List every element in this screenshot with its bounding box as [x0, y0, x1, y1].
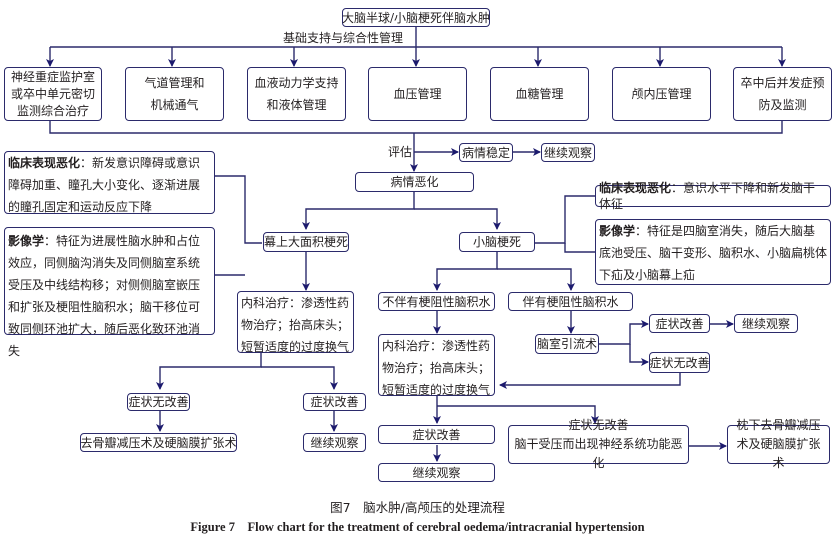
no-improve-label: 症状无改善: [649, 355, 710, 370]
without-hydrocephalus-node: 不伴有梗阻性脑积水: [378, 292, 495, 311]
stable-label: 病情稳定: [462, 145, 511, 160]
root-label: 大脑半球/小脑梗死伴脑水肿: [341, 10, 491, 25]
cerebellar-medical-box: 内科治疗：渗透性药物治疗；抬高床头；短暂适度的过度换气: [378, 334, 495, 397]
with-hydro-label: 伴有梗阻性脑积水: [522, 294, 619, 309]
imaging-heading: 影像学: [599, 224, 636, 238]
imaging-text: ：特征为进展性脑水肿和占位效应，同侧脑沟消失及同侧脑室系统受压及中线结构移；对侧…: [8, 234, 201, 358]
imaging-text: ：特征是四脑室消失，随后大脑基底池受压、脑干变形、脑积水、小脑扁桃体下疝及小脑幕…: [599, 224, 828, 282]
drainage-label: 脑室引流术: [537, 337, 598, 351]
without-hydro-label: 不伴有梗阻性脑积水: [382, 294, 491, 309]
clinical-heading: 临床表现恶化: [8, 156, 81, 170]
management-box-hemodynamic: 血液动力学支持和液体管理: [247, 67, 346, 121]
no-improve-label: 症状无改善: [568, 418, 629, 432]
supra-title: 幕上大面积梗死: [264, 235, 349, 249]
medical-text: 内科治疗：渗透性药物治疗；抬高床头；短暂适度的过度换气: [241, 296, 350, 354]
management-label: 血压管理: [393, 87, 442, 101]
cerebellar-imaging-box: 影像学：特征是四脑室消失，随后大脑基底池受压、脑干变形、脑积水、小脑扁桃体下疝及…: [595, 219, 831, 285]
improve-label: 症状改善: [412, 427, 461, 442]
improve-label: 症状改善: [310, 395, 359, 409]
management-label: 卒中后并发症预防及监测: [740, 76, 825, 112]
imaging-heading: 影像学: [8, 234, 45, 248]
cerebellar-observe-node: 继续观察: [378, 463, 495, 482]
surgery-label: 去骨瓣减压术及硬脑膜扩张术: [80, 435, 237, 450]
surgery-label: 枕下去骨瓣减压术及硬脑膜扩张术: [736, 418, 821, 470]
observe-label: 继续观察: [310, 435, 359, 450]
drainage-node: 脑室引流术: [535, 334, 599, 354]
management-label: 血糖管理: [515, 87, 564, 101]
supra-improve-node: 症状改善: [303, 393, 366, 411]
drain-observe-node: 继续观察: [734, 314, 798, 333]
observe-label: 继续观察: [741, 316, 790, 331]
management-box-icu: 神经重症监护室或卒中单元密切监测综合治疗: [4, 67, 102, 121]
cerebellar-no-improve-node: 症状无改善脑干受压而出现神经系统功能恶化: [508, 418, 689, 470]
supra-medical-box: 内科治疗：渗透性药物治疗；抬高床头；短暂适度的过度换气: [237, 291, 354, 354]
observe-label: 继续观察: [544, 145, 593, 160]
management-box-bp: 血压管理: [368, 67, 467, 121]
supra-no-improve-node: 症状无改善: [127, 393, 190, 411]
assess-label: 评估: [388, 145, 413, 159]
management-box-icp: 颅内压管理: [612, 67, 711, 121]
management-label: 气道管理和机械通气: [144, 76, 205, 112]
clinical-heading: 临床表现恶化: [599, 181, 672, 195]
worsening-label: 病情恶化: [390, 175, 439, 189]
supra-infarct-node: 幕上大面积梗死: [263, 232, 349, 252]
caption-chinese: 图7 脑水肿/高颅压的处理流程: [330, 500, 505, 515]
management-label: 血液动力学支持和液体管理: [254, 76, 339, 112]
caption-english: Figure 7 Flow chart for the treatment of…: [190, 520, 645, 534]
medical-text: 内科治疗：渗透性药物治疗；抬高床头；短暂适度的过度换气: [382, 339, 491, 397]
management-label: 颅内压管理: [631, 87, 692, 101]
management-box-airway: 气道管理和机械通气: [125, 67, 224, 121]
cerebellar-title: 小脑梗死: [472, 235, 521, 249]
root-node: 大脑半球/小脑梗死伴脑水肿: [342, 8, 490, 27]
management-box-complications: 卒中后并发症预防及监测: [733, 67, 832, 121]
basic-support-label: 基础支持与综合性管理: [283, 31, 404, 45]
cerebellar-improve-node: 症状改善: [378, 425, 495, 444]
supra-clinical-box: 临床表现恶化：新发意识障碍或意识障碍加重、瞳孔大小变化、逐渐进展的瞳孔固定和运动…: [4, 151, 215, 214]
supra-observe-node: 继续观察: [303, 433, 366, 452]
cerebellar-surgery-node: 枕下去骨瓣减压术及硬脑膜扩张术: [727, 418, 830, 470]
improve-label: 症状改善: [655, 316, 704, 331]
management-label: 神经重症监护室或卒中单元密切监测综合治疗: [10, 69, 95, 118]
supra-surgery-node: 去骨瓣减压术及硬脑膜扩张术: [80, 433, 237, 452]
clinical-text: ：新发意识障碍或意识障碍加重、瞳孔大小变化、逐渐进展的瞳孔固定和运动反应下降: [8, 156, 201, 214]
cerebellar-infarct-node: 小脑梗死: [459, 232, 535, 252]
management-box-glucose: 血糖管理: [490, 67, 589, 121]
observe-node: 继续观察: [541, 143, 595, 162]
worsening-node: 病情恶化: [355, 172, 474, 192]
clinical-text: ：意识水平下降和新发脑干体征: [599, 181, 816, 211]
cerebellar-clinical-box: 临床表现恶化：意识水平下降和新发脑干体征: [595, 181, 831, 211]
observe-label: 继续观察: [412, 465, 461, 480]
stable-node: 病情稳定: [459, 143, 513, 162]
supra-imaging-box: 影像学：特征为进展性脑水肿和占位效应，同侧脑沟消失及同侧脑室系统受压及中线结构移…: [4, 227, 215, 358]
no-improve-label: 症状无改善: [128, 395, 189, 409]
no-improve-detail: 脑干受压而出现神经系统功能恶化: [514, 437, 683, 470]
with-hydrocephalus-node: 伴有梗阻性脑积水: [508, 292, 633, 311]
drain-no-improve-node: 症状无改善: [649, 352, 710, 373]
drain-improve-node: 症状改善: [649, 314, 710, 333]
